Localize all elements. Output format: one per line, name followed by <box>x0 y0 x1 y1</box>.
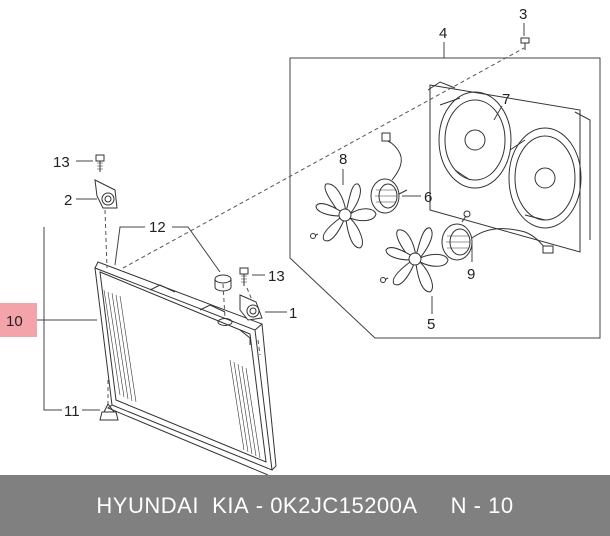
callout-11: 11 <box>64 403 80 420</box>
radiator <box>94 261 277 475</box>
callout-12: 12 <box>149 219 166 236</box>
part-number: 0K2JC15200A <box>270 492 418 518</box>
callout-3: 3 <box>519 6 527 23</box>
bolt-13-upper <box>95 154 105 172</box>
reference-label: N - 10 <box>417 492 514 518</box>
brand-label: HYUNDAI KIA <box>96 492 250 518</box>
callout-1: 1 <box>289 305 297 322</box>
fan-motor-6 <box>370 132 408 214</box>
callout-2: 2 <box>64 192 72 209</box>
bolt-13-lower <box>239 267 249 286</box>
callout-5: 5 <box>427 316 435 333</box>
callout-4: 4 <box>439 25 447 42</box>
bolt-3 <box>520 37 530 50</box>
fan-assembly-outline <box>289 57 601 339</box>
assembly-lines <box>104 47 525 404</box>
separator: - <box>249 492 271 518</box>
fan-shroud <box>427 81 591 253</box>
leader-lines <box>37 23 525 411</box>
fan-blade-5 <box>380 227 449 293</box>
callout-6: 6 <box>424 189 432 206</box>
callout-7: 7 <box>502 91 510 108</box>
callout-13-lower: 13 <box>268 268 285 285</box>
callout-9: 9 <box>467 266 475 283</box>
callout-8: 8 <box>339 151 347 168</box>
bushing-12 <box>214 274 233 326</box>
callout-13-upper: 13 <box>53 154 70 171</box>
bracket-1 <box>239 294 263 321</box>
part-number-footer: HYUNDAI KIA - 0K2JC15200A N - 10 <box>0 475 610 536</box>
fan-blade-8 <box>310 183 377 249</box>
upper-bracket-2 <box>94 179 118 209</box>
callout-10-highlight <box>0 303 37 337</box>
callout-10: 10 <box>6 313 23 330</box>
exploded-view-drawing: 1 2 3 4 5 6 7 8 9 10 11 12 13 13 <box>0 6 601 475</box>
